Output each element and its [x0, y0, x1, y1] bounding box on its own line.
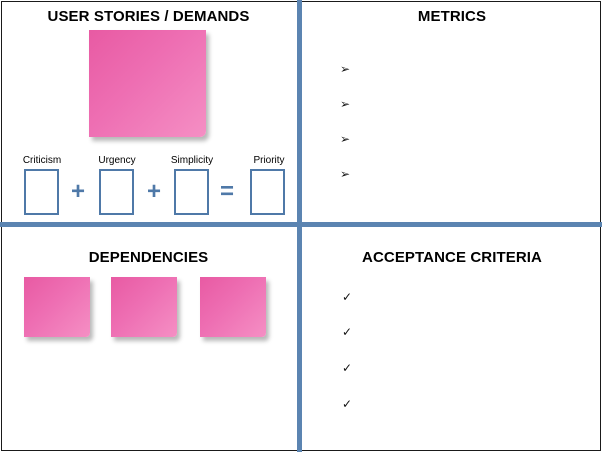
equals-operator: =: [219, 178, 234, 205]
checkmark-icon: ✓: [342, 397, 353, 411]
formula-label-priority: Priority: [253, 155, 285, 166]
plus-operator: +: [70, 178, 85, 205]
simplicity-box[interactable]: [174, 169, 209, 215]
arrowhead-icon: ➢: [340, 167, 351, 181]
checkmark-icon: ✓: [342, 290, 353, 304]
plus-operator: +: [146, 178, 161, 205]
arrowhead-icon: ➢: [340, 132, 351, 146]
dependencies-title: DEPENDENCIES: [88, 249, 209, 266]
metrics-title: METRICS: [417, 8, 487, 25]
checkmark-icon: ✓: [342, 361, 353, 375]
acceptance-criteria-title: ACCEPTANCE CRITERIA: [362, 249, 542, 266]
urgency-box[interactable]: [99, 169, 134, 215]
criticism-box[interactable]: [24, 169, 59, 215]
sticky-note-dependency[interactable]: [111, 277, 177, 337]
sticky-note-dependency[interactable]: [200, 277, 266, 337]
user-stories-title: USER STORIES / DEMANDS: [47, 8, 250, 25]
sticky-note-dependency[interactable]: [24, 277, 90, 337]
sticky-note-user-story[interactable]: [89, 30, 206, 137]
arrowhead-icon: ➢: [340, 97, 351, 111]
arrowhead-icon: ➢: [340, 62, 351, 76]
formula-label-simplicity: Simplicity: [170, 155, 214, 166]
formula-label-urgency: Urgency: [98, 155, 136, 166]
horizontal-divider: [0, 222, 602, 227]
formula-label-criticism: Criticism: [22, 155, 62, 166]
checkmark-icon: ✓: [342, 325, 353, 339]
priority-box[interactable]: [250, 169, 285, 215]
